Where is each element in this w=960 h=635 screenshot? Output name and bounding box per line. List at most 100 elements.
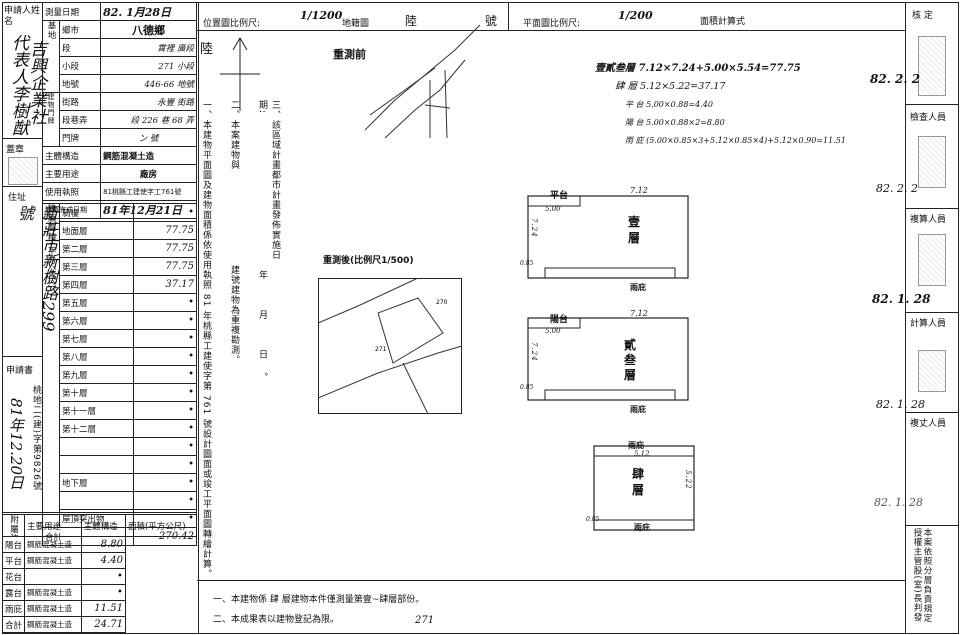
footer-stamp-note: 271 (415, 615, 435, 626)
plan-2-edge: 0.85 (520, 384, 534, 391)
plan-3-side: 5.22 (684, 470, 692, 490)
applicant-book-value: 桃地二(建)字第9826號 (31, 385, 41, 491)
floor-value: • (133, 329, 197, 348)
aux-header-use: 主要用途 (24, 514, 82, 537)
row-label: 小段 (58, 56, 102, 75)
before-map (364, 24, 481, 139)
info-table: 測量日期 82. 1月28日 基地 鄉市 八德鄉 段 霄裡 廣段 小段 271 … (41, 2, 197, 219)
aux-label: 花台 (1, 568, 26, 585)
calc-line: 肆 層 5.12×5.22=37.17 (615, 81, 726, 92)
plan-2: 陽台 7.12 5.00 貳叁層 雨庇 0.85 (520, 309, 690, 414)
map-region-char: 陸 (200, 42, 214, 57)
row-value: 271 小段 (100, 56, 197, 75)
floor-label: 第十一層 (58, 401, 135, 420)
aux-structure (24, 568, 82, 585)
footer-line-2: 二、本成果表以建物登記為限。 (213, 615, 340, 625)
floor-label: 第七層 (58, 329, 135, 348)
right-column (905, 2, 959, 634)
company-name: 吉興企業社 (26, 40, 46, 125)
map-value: 陸 號 (405, 14, 529, 28)
plan-2-side: 7.24 (530, 342, 538, 362)
plan-3-top: 雨庇 (628, 441, 644, 450)
plan-1-name: 壹層 (628, 215, 641, 245)
aux-label: 雨庇 (1, 600, 26, 617)
calc-line: 壹貳叁層 7.12×7.24+5.00×5.54=77.75 (595, 63, 801, 74)
group-base: 基地 (42, 20, 60, 93)
before-map-title: 重測前 (333, 48, 366, 61)
floor-value: • (133, 383, 197, 402)
check-stamp (918, 36, 946, 96)
floor-label: 第九層 (58, 365, 135, 384)
row-value: 段 226 巷 68 弄 (100, 110, 197, 129)
plan-1-edge: 0.85 (520, 260, 534, 267)
survey-person-label: 複丈人員 (910, 419, 947, 429)
aux-structure: 鋼筋混凝土造 (24, 616, 82, 633)
location-scale-label: 位置圖比例尺: (203, 19, 261, 29)
group-door: 建物門牌 (42, 92, 60, 147)
aux-value: 4.40 (80, 552, 126, 569)
use-value: 廠房 (100, 164, 197, 183)
parcel-b: 270 (436, 299, 448, 306)
area-group-label: 建築面積(平方公尺) (42, 203, 60, 528)
aux-value: 11.51 (80, 600, 126, 617)
aux-structure: 鋼筋混凝土造 (24, 552, 82, 569)
aux-structure: 鋼筋混凝土造 (24, 536, 82, 553)
row-value: ン 號 (100, 128, 197, 147)
floor-value: • (133, 203, 197, 222)
row-label: 街路 (58, 92, 102, 111)
check-date: 82. 2. 2 (870, 72, 921, 86)
floor-value: • (133, 437, 197, 456)
plan-scale-label: 平面圖比例尺: (523, 19, 581, 29)
calc-list: 壹貳叁層 7.12×7.24+5.00×5.54=77.75 肆 層 5.12×… (595, 60, 846, 150)
applicant-name: 代表人李樹猷 (8, 34, 28, 136)
floor-label: 第十層 (58, 383, 135, 402)
aux-label: 陽台 (1, 536, 26, 553)
row-value: 霄裡 廣段 (100, 38, 197, 57)
permit-value: 81桃縣工建使字工761號 (100, 182, 197, 201)
main-frame (197, 2, 905, 634)
inspect-date: 82. 2. 2 (876, 182, 918, 195)
location-scale: 1/1200 (300, 9, 343, 22)
seal-stamp (8, 157, 38, 185)
calc-line: 雨 庇 (5.00×0.85×3+5.12×0.85×4)+5.12×0.90=… (625, 136, 846, 145)
aux-header-structure: 主體構造 (80, 514, 126, 537)
plan-2-name: 貳叁層 (624, 338, 637, 382)
plan-1-top: 平台 (550, 191, 569, 201)
row-value: 446-66 地號 (100, 74, 197, 93)
review-label: 複算人員 (910, 215, 947, 225)
aux-label: 平台 (1, 552, 26, 569)
row-label: 門牌 (58, 128, 102, 147)
calc-person-label: 計算人員 (910, 319, 947, 329)
north-arrow-icon (215, 36, 265, 120)
floor-value: • (133, 473, 197, 492)
floor-value: • (133, 419, 197, 438)
floor-label: 騎樓 (58, 203, 135, 222)
plan-1-top-dim: 7.12 (630, 186, 648, 195)
floor-value: • (133, 455, 197, 474)
applicant-label: 申請人姓名 (4, 6, 41, 27)
plan-scale: 1/200 (618, 9, 653, 22)
floor-label: 第四層 (58, 275, 135, 294)
plan-3-top-dim: 5.12 (634, 450, 650, 458)
note-3: 三、該區域計畫都市計畫發佈實施日期: (257, 100, 280, 260)
after-map-title: 重測後(比例尺1/500) (323, 256, 414, 266)
floor-value: • (133, 401, 197, 420)
floor-value: 77.75 (133, 257, 197, 276)
floor-value: 37.17 (133, 275, 197, 294)
plan-3-edge: 0.85 (586, 516, 600, 523)
right-bottom-note: 本案依照分層負責規定授權主管股(室)長判發 (912, 528, 932, 623)
aux-group-label: 附屬建物 (1, 514, 26, 537)
aux-value: 24.71 (80, 616, 126, 633)
plan-3-name: 肆層 (632, 467, 645, 497)
after-map: 271 270 (318, 278, 462, 414)
floor-label: 地下層 (58, 473, 135, 492)
floor-label (58, 491, 135, 510)
aux-header-area: 面積(平方公尺) (124, 514, 198, 537)
floor-value: • (133, 491, 197, 510)
aux-label: 合計 (1, 616, 26, 633)
aux-structure: 鋼筋混凝土造 (24, 600, 82, 617)
floor-label (58, 455, 135, 474)
plan-2-bottom: 雨庇 (630, 405, 646, 414)
plan-3-bottom: 雨庇 (634, 523, 650, 532)
